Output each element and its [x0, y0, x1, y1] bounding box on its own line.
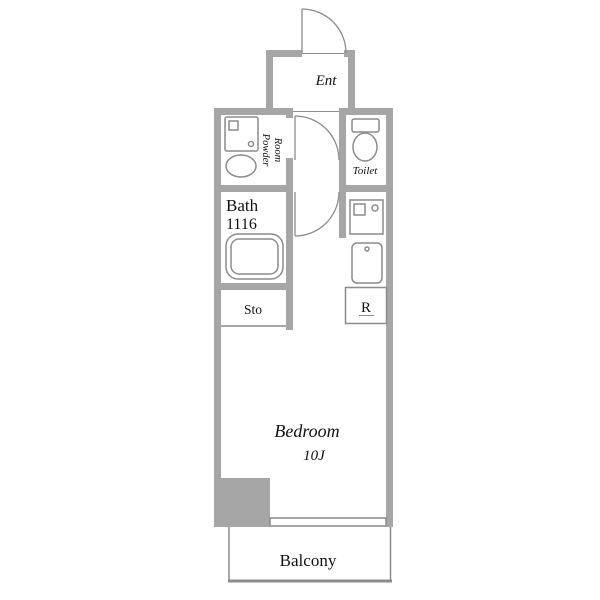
wall-bath-right [286, 192, 293, 330]
balcony-outline [228, 527, 392, 583]
stove-burner-icon [371, 204, 379, 212]
wall-toilet-bottom [339, 185, 393, 192]
wall-outer-left [214, 108, 221, 527]
wall-bath-bottom [214, 283, 293, 290]
balcony-label: Balcony [280, 551, 337, 570]
bath-label: Bath [226, 196, 259, 215]
labels: Ent Powder Room Toilet Bath 1116 Sto R B… [226, 73, 378, 570]
wall-kitchen-stub [339, 192, 346, 238]
wall-corridor-left-a [286, 108, 293, 118]
toilet-bowl-icon [352, 132, 378, 162]
wall-ent-right [348, 50, 355, 115]
wall-ent-left [266, 50, 273, 115]
bathtub-inner-icon [230, 238, 279, 275]
bath-size-label: 1116 [226, 216, 257, 233]
wall-outer-right [386, 108, 393, 527]
balcony-window [269, 517, 387, 527]
hall-door-swing-arc [294, 191, 340, 237]
kitchen-faucet-icon [364, 246, 370, 252]
wall-powder-bottom [214, 185, 293, 192]
wall-pillar [214, 478, 270, 527]
washer-drain-icon [247, 140, 255, 148]
doors [221, 8, 387, 527]
washbasin-icon [225, 154, 257, 178]
walls [214, 50, 393, 527]
wall-ent-top-left [266, 50, 302, 57]
bedroom-label: Bedroom [274, 421, 339, 441]
wall-toilet-left [339, 108, 346, 192]
wall-corridor-left-b [286, 158, 293, 192]
wall-powder-top [214, 108, 293, 115]
fridge-space-box [344, 286, 388, 325]
washer-faucet-icon [228, 120, 239, 131]
bedroom-size-label: 10J [303, 448, 326, 464]
toilet-tank-icon [351, 118, 380, 133]
toilet-label: Toilet [353, 165, 379, 177]
entrance-door-swing-arc [301, 8, 347, 54]
storage-label: Sto [244, 302, 262, 317]
fridge-label: R [361, 300, 371, 316]
ent-label: Ent [315, 73, 338, 89]
powder-room-label-line1: Powder [260, 133, 271, 168]
powder-room-label-line2: Room [272, 137, 283, 163]
fixtures [224, 116, 388, 325]
kitchen-sink-icon [351, 242, 383, 284]
stove-sink-icon [353, 203, 366, 216]
wall-toilet-top [339, 108, 393, 115]
powder-door-swing-arc [294, 115, 340, 161]
